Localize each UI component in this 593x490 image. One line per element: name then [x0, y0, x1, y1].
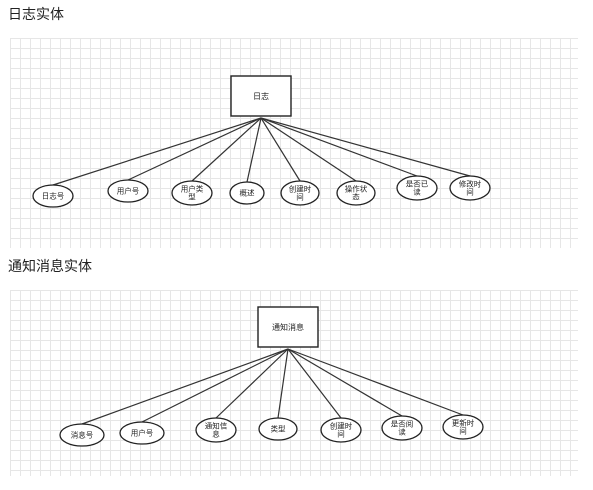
- connector-line: [141, 348, 289, 423]
- diagram-canvas-notification: 通知消息消息号用户号通知信息类型创建时间是否阅读更新时间: [10, 290, 578, 476]
- attribute-label: 日志号: [42, 191, 65, 201]
- attribute-label: 用户号: [117, 186, 140, 196]
- attribute-ellipse: [381, 415, 423, 441]
- section-heading-notification-entity: 通知消息实体: [8, 259, 92, 275]
- attribute-node: 日志号: [32, 184, 74, 208]
- attribute-ellipse: [336, 180, 376, 206]
- connector-line: [127, 117, 262, 181]
- entity-label: 日志: [253, 91, 269, 101]
- attribute-label: 创建时: [330, 421, 353, 431]
- connector-line: [260, 117, 301, 182]
- attribute-label: 概述: [240, 188, 255, 198]
- connector-line: [287, 348, 464, 416]
- attribute-label: 型: [188, 193, 196, 202]
- connector-line: [52, 117, 262, 186]
- diagram-canvas-log: 日志日志号用户号用户类型概述创建时间操作状态是否已读修改时间: [10, 38, 578, 248]
- attribute-label: 用户类: [181, 184, 204, 194]
- connector-line: [191, 117, 262, 182]
- attribute-ellipse: [229, 181, 265, 205]
- attribute-ellipse: [119, 421, 165, 445]
- attribute-ellipse: [280, 180, 320, 206]
- entity-label: 通知消息: [272, 322, 304, 332]
- connector-line: [260, 117, 471, 177]
- attribute-label: 用户号: [131, 428, 154, 438]
- attribute-label: 操作状: [345, 184, 368, 194]
- attribute-label: 间: [459, 427, 467, 436]
- attribute-ellipse: [195, 417, 237, 443]
- attribute-ellipse: [107, 179, 149, 203]
- attribute-ellipse: [171, 180, 213, 206]
- attribute-label: 读: [413, 187, 421, 197]
- attribute-label: 类型: [271, 424, 286, 434]
- entity-box: [230, 75, 292, 117]
- connector-line: [287, 348, 403, 417]
- attribute-label: 间: [466, 188, 474, 197]
- er-diagram-notification: 通知消息消息号用户号通知信息类型创建时间是否阅读更新时间: [59, 306, 484, 447]
- connector-line: [81, 348, 289, 425]
- attribute-label: 更新时: [452, 418, 475, 428]
- section-heading-log-entity: 日志实体: [8, 7, 64, 23]
- attribute-ellipse: [442, 414, 484, 440]
- attribute-label: 创建时: [289, 184, 312, 194]
- attribute-label: 是否阅: [391, 420, 414, 429]
- attribute-node: 类型: [258, 417, 298, 441]
- attribute-ellipse: [396, 175, 438, 201]
- connector-line: [215, 348, 289, 419]
- connector-line: [287, 348, 342, 419]
- attribute-label: 消息号: [71, 430, 94, 440]
- attribute-label: 息: [212, 429, 220, 439]
- attribute-node: 用户号: [119, 421, 165, 445]
- attribute-ellipse: [32, 184, 74, 208]
- connector-line: [246, 117, 262, 183]
- attribute-label: 修改时: [459, 179, 482, 189]
- attribute-node: 用户号: [107, 179, 149, 203]
- connector-line: [277, 348, 289, 419]
- attribute-node: 消息号: [59, 423, 105, 447]
- attribute-label: 态: [352, 192, 360, 202]
- attribute-label: 通知信: [205, 421, 228, 431]
- attribute-label: 间: [337, 430, 345, 439]
- er-diagram-log: 日志日志号用户号用户类型概述创建时间操作状态是否已读修改时间: [32, 75, 491, 208]
- attribute-ellipse: [320, 417, 362, 443]
- attribute-ellipse: [449, 175, 491, 201]
- attribute-label: 读: [398, 427, 406, 437]
- connector-line: [260, 117, 418, 177]
- connector-line: [260, 117, 357, 182]
- attribute-ellipse: [59, 423, 105, 447]
- attribute-ellipse: [258, 417, 298, 441]
- attribute-label: 是否已: [406, 180, 429, 189]
- entity-box: [257, 306, 319, 348]
- attribute-node: 概述: [229, 181, 265, 205]
- attribute-label: 间: [296, 193, 304, 202]
